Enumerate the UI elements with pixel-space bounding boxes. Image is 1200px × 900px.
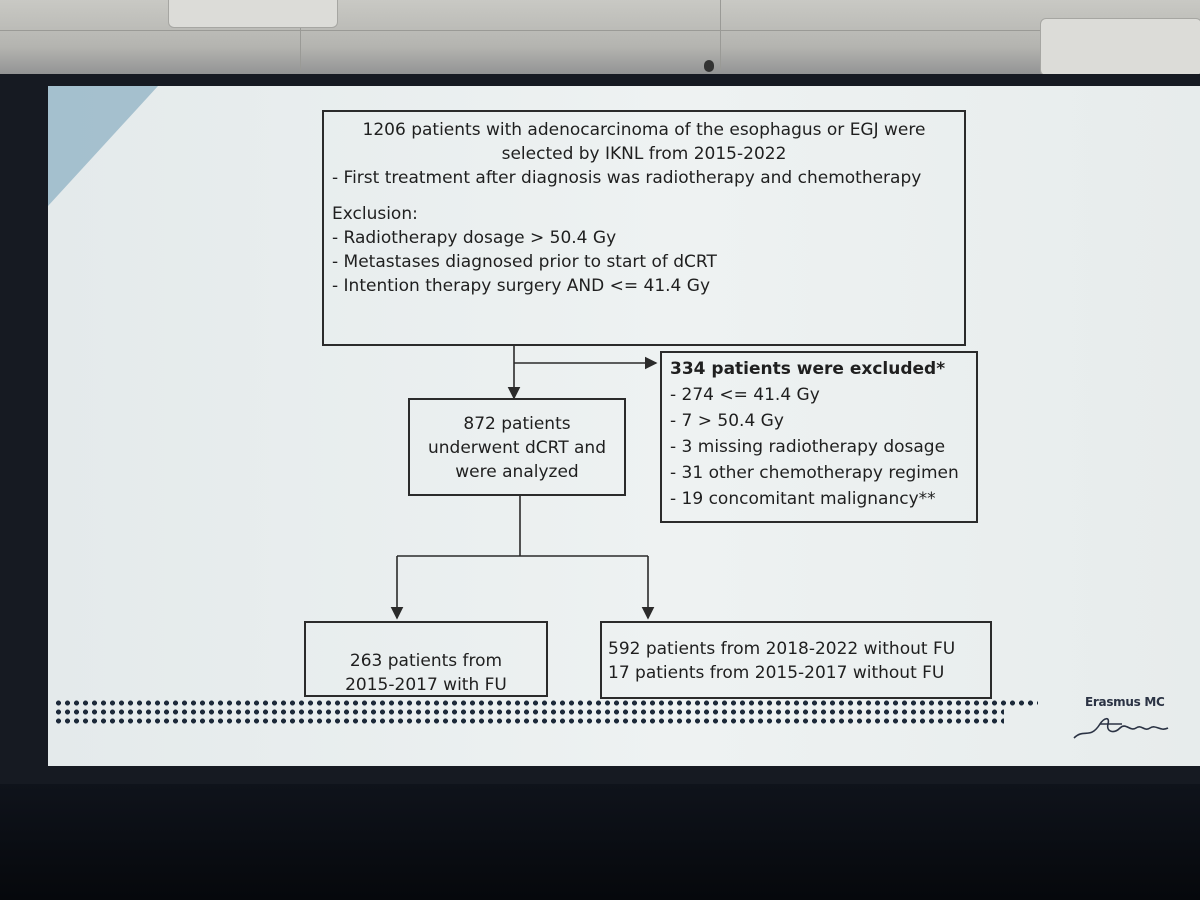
footer-dots-row [54,700,1038,706]
top-box-exclusion-1: - Radiotherapy dosage > 50.4 Gy [332,226,956,250]
top-box-exclusion-heading: Exclusion: [332,202,956,226]
analyzed-line-3: were analyzed [414,460,620,484]
excluded-item-3: - 3 missing radiotherapy dosage [670,435,968,459]
excluded-item-5: - 19 concomitant malignancy** [670,487,968,511]
ceiling-vent [1040,18,1200,76]
analyzed-line-2: underwent dCRT and [414,436,620,460]
erasmus-mc-logo: Erasmus MC [1085,695,1164,709]
analyzed-line-1: 872 patients [414,412,620,436]
excluded-item-2: - 7 > 50.4 Gy [670,409,968,433]
without-fu-line-2: 17 patients from 2015-2017 without FU [608,661,984,685]
top-box-spacer [332,190,956,202]
top-box-exclusion-3: - Intention therapy surgery AND <= 41.4 … [332,274,956,298]
room-floor [0,784,1200,900]
with-fu-line-1: 263 patients from [310,649,542,673]
footer-dots-row [54,709,1004,715]
ceiling [0,0,1200,78]
erasmus-signature-logo [1070,710,1180,746]
without-fu-line-1: 592 patients from 2018-2022 without FU [608,637,984,661]
with-fu-box: 263 patients from 2015-2017 with FU [304,621,548,697]
projection-screen: 1206 patients with adenocarcinoma of the… [48,86,1200,766]
with-fu-line-2: 2015-2017 with FU [310,673,542,697]
excluded-title: 334 patients were excluded* [670,357,968,381]
sensor [704,60,714,72]
excluded-box: 334 patients were excluded* - 274 <= 41.… [660,351,978,523]
ceiling-vent [168,0,338,28]
top-box-line-1: 1206 patients with adenocarcinoma of the… [332,118,956,142]
ceiling-seam [0,30,1200,31]
top-box-line-2: selected by IKNL from 2015-2022 [332,142,956,166]
ceiling-seam [720,0,721,70]
excluded-item-1: - 274 <= 41.4 Gy [670,383,968,407]
analyzed-box: 872 patients underwent dCRT and were ana… [408,398,626,496]
footer-dots-row [54,718,1004,724]
excluded-item-4: - 31 other chemotherapy regimen [670,461,968,485]
top-box-line-3: - First treatment after diagnosis was ra… [332,166,956,190]
top-box-exclusion-2: - Metastases diagnosed prior to start of… [332,250,956,274]
without-fu-box: 592 patients from 2018-2022 without FU 1… [600,621,992,699]
inclusion-exclusion-box: 1206 patients with adenocarcinoma of the… [322,110,966,346]
